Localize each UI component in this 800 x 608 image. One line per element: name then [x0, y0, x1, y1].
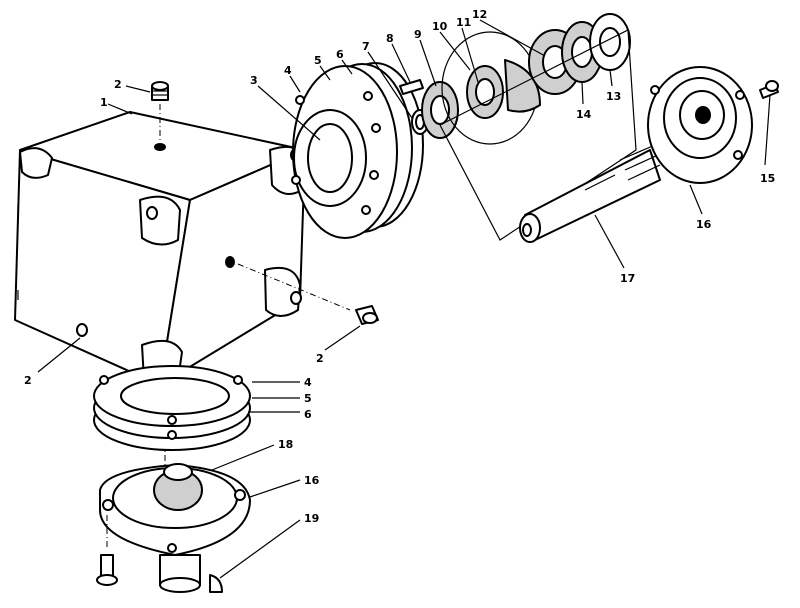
bearing-pair	[528, 13, 631, 95]
callout-12: 12	[472, 8, 487, 21]
callout-labels: 1 2 2 2 3 4 5 6 7 8 9 10 11 12 13 14 15 …	[24, 8, 775, 525]
callout-10: 10	[432, 20, 448, 33]
callout-9: 9	[414, 28, 422, 41]
callout-5-upper: 5	[314, 54, 322, 67]
cap-screw-lower	[96, 554, 118, 586]
callout-6-lower: 6	[304, 408, 312, 421]
bearing-cone	[421, 81, 459, 139]
callout-16-lower: 16	[304, 474, 320, 487]
callout-13: 13	[606, 90, 621, 103]
callout-14: 14	[576, 108, 592, 121]
callout-1: 1	[100, 96, 108, 109]
callout-3: 3	[250, 74, 258, 87]
woodruff-key	[209, 574, 223, 593]
callout-16-side: 16	[696, 218, 712, 231]
upper-shim-stack	[291, 62, 424, 239]
callout-2-right: 2	[316, 352, 324, 365]
callout-5-lower: 5	[304, 392, 312, 405]
callout-6-upper: 6	[336, 48, 344, 61]
callout-11: 11	[456, 16, 471, 29]
callout-2-top: 2	[114, 78, 122, 91]
key	[399, 79, 424, 95]
callout-19: 19	[304, 512, 319, 525]
lower-cover	[99, 463, 251, 556]
gear-housing	[14, 111, 306, 387]
bearing-cover-side	[647, 66, 753, 184]
callout-2-left: 2	[24, 374, 32, 387]
callout-4-lower: 4	[304, 376, 312, 389]
output-shaft	[519, 144, 661, 243]
lower-shim-stack	[93, 365, 251, 451]
callout-7: 7	[362, 40, 370, 53]
pipe-plug-side	[355, 305, 379, 325]
callout-15: 15	[760, 172, 775, 185]
callout-18: 18	[278, 438, 293, 451]
leader-lines	[37, 19, 771, 579]
callout-8: 8	[386, 32, 394, 45]
callout-17: 17	[620, 272, 635, 285]
input-shaft	[159, 554, 201, 593]
bevel-gear	[441, 31, 541, 145]
callout-4-upper: 4	[284, 64, 292, 77]
cap-screw-side	[759, 80, 779, 99]
pipe-plug-top	[151, 81, 169, 101]
